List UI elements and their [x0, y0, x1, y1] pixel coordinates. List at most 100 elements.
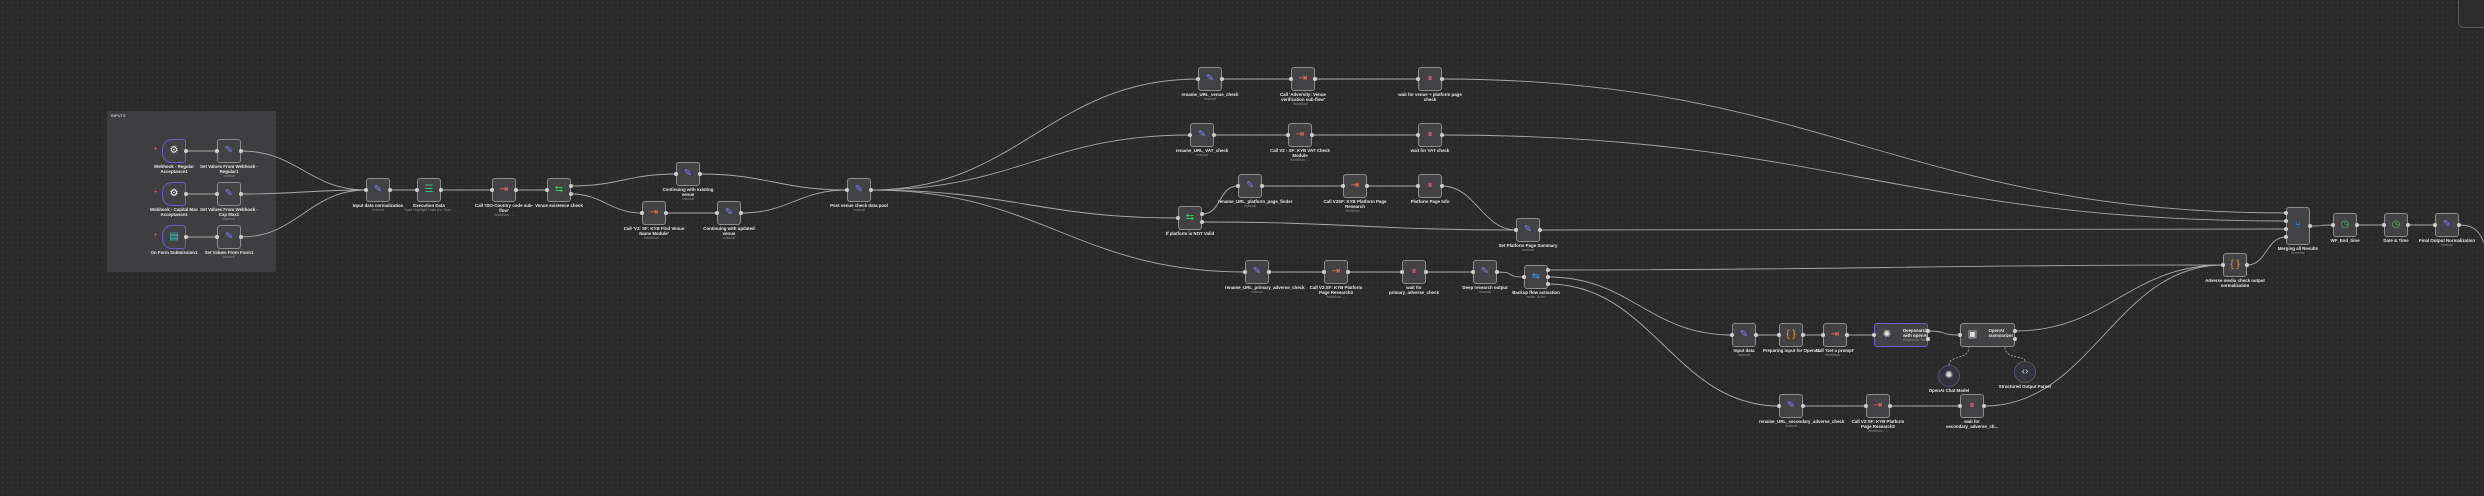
input-port[interactable] [1341, 184, 1345, 188]
output-port[interactable] [1546, 275, 1550, 279]
output-port[interactable] [1754, 333, 1758, 337]
side-panel-edge[interactable] [2458, 0, 2484, 28]
input-port[interactable] [715, 211, 719, 215]
node-call-find[interactable]: ⇥Call 'V2: SF: KYB Find Venue Name Modul… [624, 201, 684, 240]
input-port[interactable] [2382, 223, 2386, 227]
connection-cont_exist-post[interactable] [699, 173, 848, 191]
output-port[interactable] [239, 235, 243, 239]
node-if-plat[interactable]: ⇆If platform is NOT Valid [1166, 206, 1214, 236]
input-port[interactable] [490, 188, 494, 192]
output-port[interactable] [1546, 268, 1550, 272]
connection-deepsearch-summarizer[interactable] [1927, 330, 1960, 336]
output-port[interactable] [1365, 184, 1369, 188]
output-port[interactable] [1200, 220, 1204, 224]
output-port[interactable] [869, 188, 873, 192]
input-port[interactable] [1236, 184, 1240, 188]
connection-chat-model[interactable] [1948, 346, 1970, 366]
add-trigger-icon[interactable]: + [154, 147, 158, 153]
output-port[interactable] [569, 192, 573, 196]
output-port[interactable] [1926, 329, 1930, 333]
input-port[interactable] [1821, 333, 1825, 337]
connection-set1-norm[interactable] [240, 150, 367, 191]
connection-post-ren_venue[interactable] [870, 78, 1199, 191]
output-port[interactable] [1200, 212, 1204, 216]
connection-final-out[interactable] [2458, 224, 2484, 255]
input-port[interactable] [1514, 228, 1518, 232]
output-port[interactable] [1801, 333, 1805, 337]
output-port[interactable] [1424, 270, 1428, 274]
output-port[interactable] [569, 184, 573, 188]
node-wait-prim[interactable]: ⏸wait for primary_adverse_check [1389, 260, 1439, 295]
output-port[interactable] [184, 235, 188, 239]
node-chat-model[interactable]: ✺OpenAI Chat Model [1929, 365, 1969, 393]
node-end[interactable]: ◷WF_End_time [2330, 213, 2360, 243]
output-port[interactable] [1801, 404, 1805, 408]
output-port[interactable] [1982, 404, 1986, 408]
node-wait-vat[interactable]: ⏸wait for VAT check [1411, 123, 1449, 153]
node-wait-venue[interactable]: ⏸wait for venue + platform page check [1398, 67, 1462, 102]
inputs-sticky-group[interactable]: INPUTS [107, 111, 276, 272]
connection-set_plat-merge[interactable] [1539, 228, 2287, 231]
input-port[interactable] [845, 188, 849, 192]
add-trigger-icon[interactable]: + [154, 190, 158, 196]
node-form[interactable]: ▤On Form Submission1 [151, 225, 197, 255]
connection-post-ren_vat[interactable] [870, 134, 1191, 191]
input-port[interactable] [1416, 184, 1420, 188]
connection-set2-norm[interactable] [240, 189, 367, 195]
node-dt[interactable]: ◷Date & Time [2383, 213, 2409, 243]
output-port[interactable] [2245, 263, 2249, 267]
input-port[interactable] [1471, 270, 1475, 274]
connection-if_plat-ren_plat[interactable] [1201, 185, 1239, 215]
connection-if_plat-set_plat[interactable] [1201, 221, 1517, 231]
node-call-sec[interactable]: ⇥Call V2:SF: KYB Platform Page Research2… [1852, 394, 1904, 433]
connection-summarizer-adv_norm[interactable] [2014, 264, 2224, 332]
node-prep[interactable]: { }Preparing input for OpenAI [1763, 323, 1819, 353]
input-port[interactable] [1777, 404, 1781, 408]
input-port[interactable] [415, 188, 419, 192]
input-port[interactable] [674, 172, 678, 176]
output-port[interactable] [1440, 77, 1444, 81]
output-port[interactable] [184, 149, 188, 153]
output-port[interactable] [184, 192, 188, 196]
node-get-prompt[interactable]: ⇥Call 'Get a prompt'Workflow: … [1816, 323, 1854, 357]
connection-backup-adv_norm[interactable] [1547, 264, 2224, 271]
add-trigger-icon[interactable]: + [154, 233, 158, 239]
output-port[interactable] [1495, 270, 1499, 274]
output-port[interactable] [698, 172, 702, 176]
connection-deep_out-backup[interactable] [1496, 271, 1525, 278]
input-port[interactable] [1522, 275, 1526, 279]
input-port[interactable] [215, 192, 219, 196]
connection-backup-input_data[interactable] [1547, 276, 1733, 336]
output-port[interactable] [2012, 329, 2017, 333]
output-port[interactable] [664, 211, 668, 215]
input-port[interactable] [1730, 333, 1734, 337]
output-port[interactable] [514, 188, 518, 192]
output-port[interactable] [2457, 223, 2461, 227]
connection-plat_info-set_plat[interactable] [1441, 185, 1517, 231]
input-port[interactable] [1400, 270, 1404, 274]
input-port[interactable] [1957, 333, 1962, 337]
output-port[interactable] [1346, 270, 1350, 274]
output-port[interactable] [1267, 270, 1271, 274]
input-port[interactable] [1289, 77, 1293, 81]
connection-venue-call_find[interactable] [570, 193, 643, 214]
output-port[interactable] [1546, 282, 1550, 286]
output-port[interactable] [1260, 184, 1264, 188]
node-adv-norm[interactable]: { }Adverse media check output normalizat… [2205, 253, 2265, 288]
connection-wait_vat-merge[interactable] [1441, 134, 2287, 222]
input-port[interactable] [2221, 263, 2225, 267]
input-port[interactable] [2284, 211, 2288, 215]
